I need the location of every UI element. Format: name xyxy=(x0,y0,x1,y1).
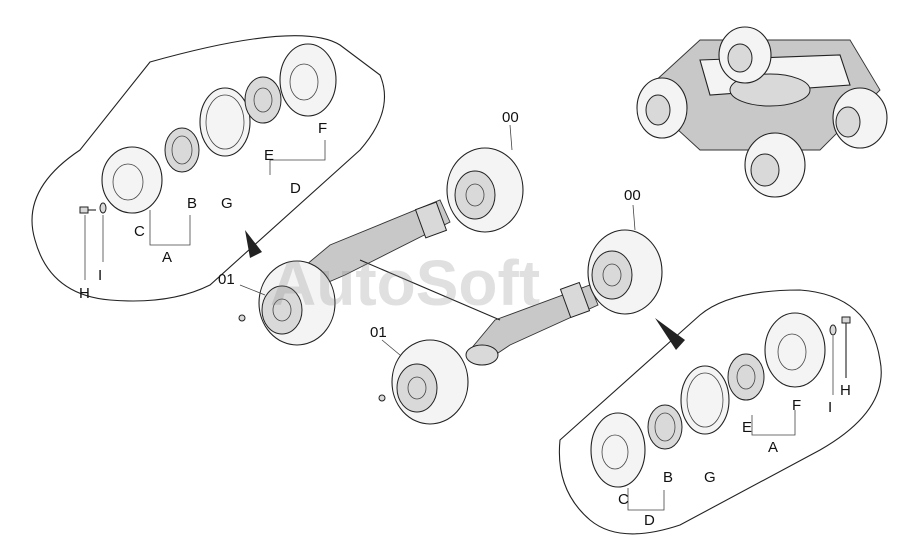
disc-g xyxy=(199,87,251,157)
label-br-h: H xyxy=(840,382,851,399)
label-tl-g: G xyxy=(221,195,233,212)
label-tl-c: C xyxy=(134,223,145,240)
label-tl-e: E xyxy=(264,147,274,164)
wheel-lower-01 xyxy=(378,339,469,425)
label-br-a: A xyxy=(768,439,778,456)
label-br-g: G xyxy=(704,469,716,486)
disc-g-right xyxy=(680,365,730,435)
label-tl-f: F xyxy=(318,120,327,137)
label-wheel-lower-01: 01 xyxy=(370,324,387,341)
label-br-f: F xyxy=(792,397,801,414)
watermark: AutoSoft xyxy=(270,247,540,319)
vehicle-overview xyxy=(636,26,888,198)
label-br-i: I xyxy=(828,399,832,416)
tire-c-right xyxy=(590,412,646,488)
detail-callout-top-left xyxy=(31,35,386,302)
label-tl-h: H xyxy=(79,285,90,302)
bolt-h-right xyxy=(841,316,851,378)
tire-f-right xyxy=(764,312,826,388)
rim-b xyxy=(164,127,200,173)
label-tl-b: B xyxy=(187,195,197,212)
hub-e xyxy=(244,76,282,124)
hub-e-right xyxy=(727,353,765,401)
tire-c xyxy=(101,146,163,214)
label-br-c: C xyxy=(618,491,629,508)
washer-i xyxy=(99,202,107,214)
label-br-e: E xyxy=(742,419,752,436)
label-br-b: B xyxy=(663,469,673,486)
bolt-h xyxy=(79,206,96,214)
washer-i-right xyxy=(829,324,837,336)
label-wheel-lower-00: 00 xyxy=(624,187,641,204)
label-br-d: D xyxy=(644,512,655,529)
wheel-upper-01 xyxy=(238,260,336,346)
label-wheel-upper-01: 01 xyxy=(218,271,235,288)
wheel-upper-00 xyxy=(446,124,524,233)
rim-b-right xyxy=(647,404,683,450)
label-wheel-upper-00: 00 xyxy=(502,109,519,126)
label-tl-i: I xyxy=(98,267,102,284)
tire-f xyxy=(279,43,337,117)
detail-callout-bottom-right xyxy=(558,289,882,535)
axle-assembly xyxy=(299,199,599,366)
wheel-lower-00 xyxy=(587,204,663,315)
label-tl-d: D xyxy=(290,180,301,197)
label-tl-a: A xyxy=(162,249,172,266)
